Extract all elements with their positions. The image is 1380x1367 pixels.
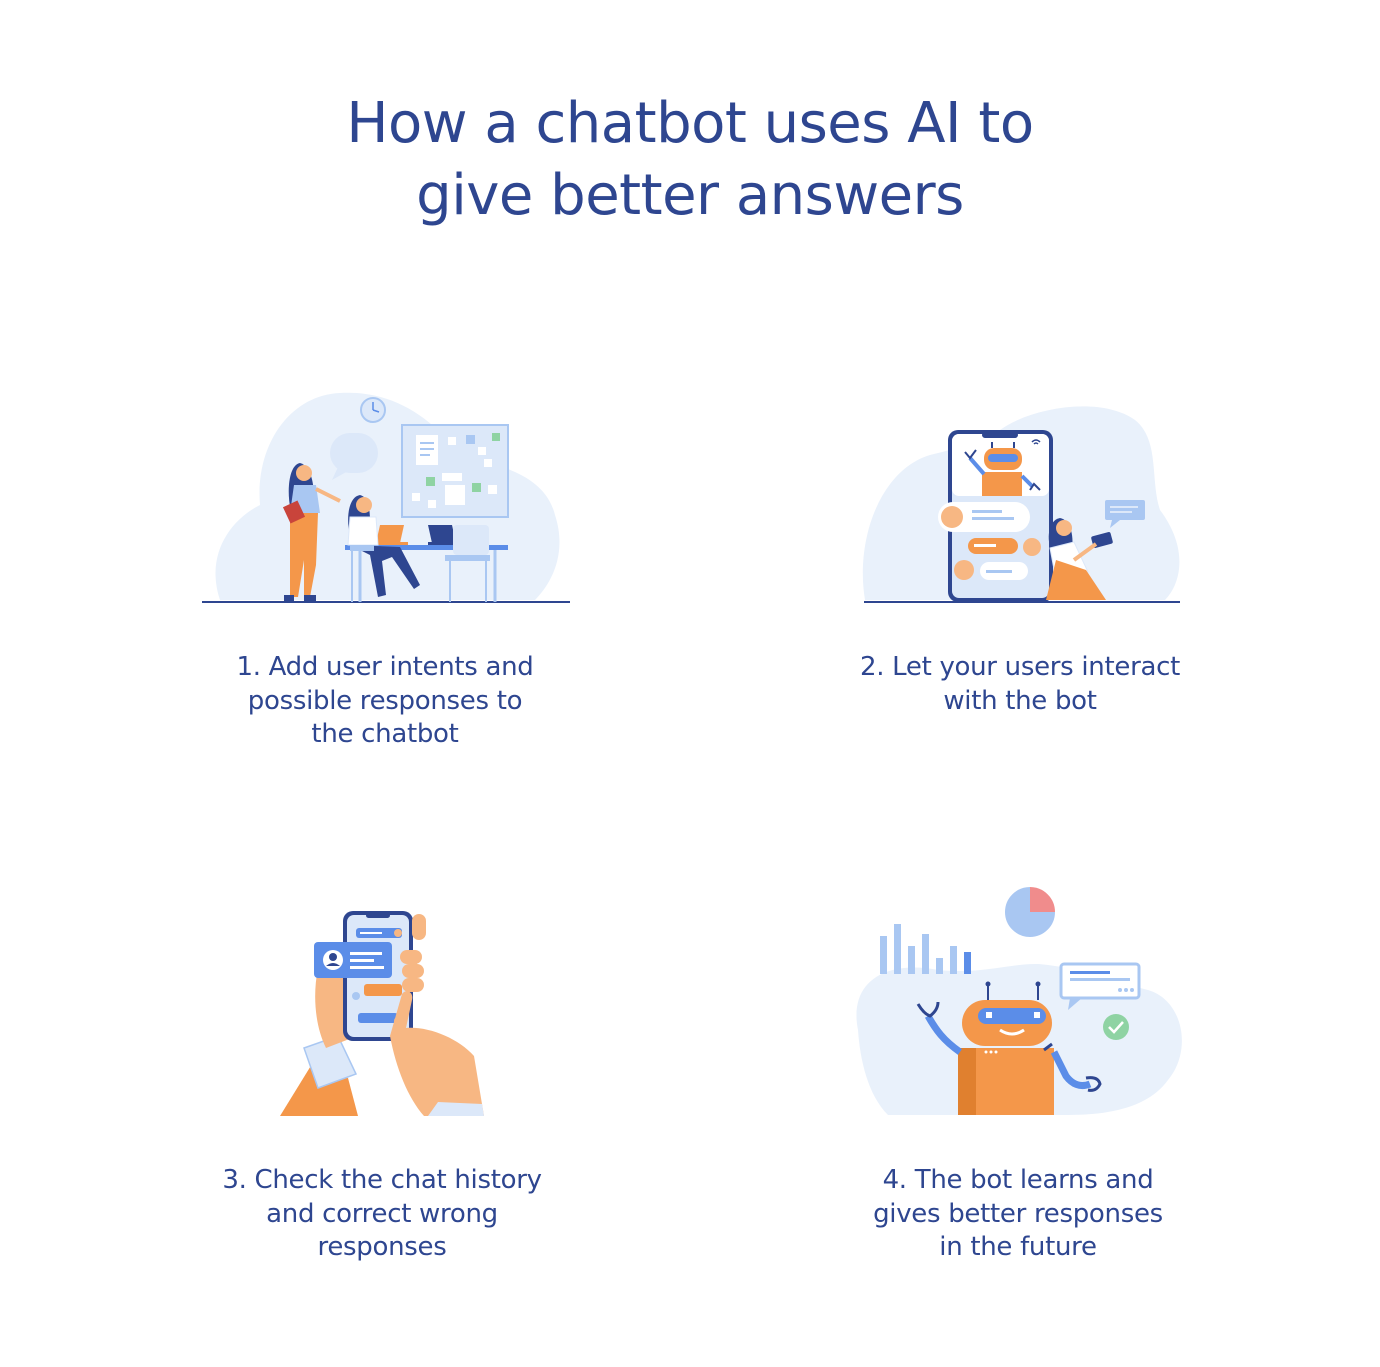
title-line-2: give better answers bbox=[416, 163, 964, 228]
robot-icon bbox=[964, 442, 1041, 496]
speech-bubble-icon bbox=[330, 433, 378, 480]
step-3-caption-line: and correct wrong bbox=[266, 1198, 498, 1229]
step-4-caption-line: in the future bbox=[939, 1232, 1097, 1262]
standing-woman-figure bbox=[282, 463, 341, 601]
title-line-1: How a chatbot uses AI to bbox=[346, 91, 1034, 156]
step-3-caption-line: responses bbox=[317, 1232, 447, 1262]
step-4-caption-line: gives better responses bbox=[873, 1198, 1163, 1229]
pie-chart-icon bbox=[1003, 885, 1057, 939]
laptop-icon bbox=[372, 525, 408, 545]
step-4-caption-line: 4. The bot learns and bbox=[882, 1165, 1154, 1195]
step-2-caption-line: 2. Let your users interact bbox=[859, 652, 1180, 682]
step-3-caption: 3. Check the chat history and correct wr… bbox=[182, 1164, 582, 1265]
profile-card-icon bbox=[314, 942, 392, 978]
step-4-caption: 4. The bot learns and gives better respo… bbox=[818, 1164, 1218, 1265]
page-title: How a chatbot uses AI to give better ans… bbox=[0, 88, 1380, 232]
check-icon bbox=[1103, 1014, 1129, 1040]
user-chatting-with-bot-illustration bbox=[862, 406, 1180, 603]
step-3-caption-line: 3. Check the chat history bbox=[222, 1165, 542, 1195]
robot-icon bbox=[916, 981, 1102, 1115]
hands-holding-phone-illustration bbox=[280, 911, 484, 1116]
robot-learning-illustration bbox=[856, 885, 1182, 1115]
step-1-caption-line: 1. Add user intents and bbox=[236, 652, 534, 682]
sitting-user-figure bbox=[1046, 518, 1113, 600]
clock-icon bbox=[360, 397, 386, 423]
sitting-woman-figure bbox=[347, 495, 420, 602]
laptop-icon bbox=[428, 525, 464, 545]
step-1-caption: 1. Add user intents and possible respons… bbox=[185, 651, 585, 752]
step-1-caption-line: the chatbot bbox=[311, 719, 459, 749]
step-2-caption: 2. Let your users interact with the bot bbox=[820, 651, 1220, 718]
bar-chart-icon bbox=[880, 924, 971, 974]
task-board-icon bbox=[401, 424, 509, 518]
message-card-icon bbox=[1059, 962, 1141, 1010]
team-building-chatbot-illustration bbox=[202, 392, 570, 603]
step-2-caption-line: with the bot bbox=[943, 685, 1097, 716]
step-1-caption-line: possible responses to bbox=[247, 685, 523, 716]
